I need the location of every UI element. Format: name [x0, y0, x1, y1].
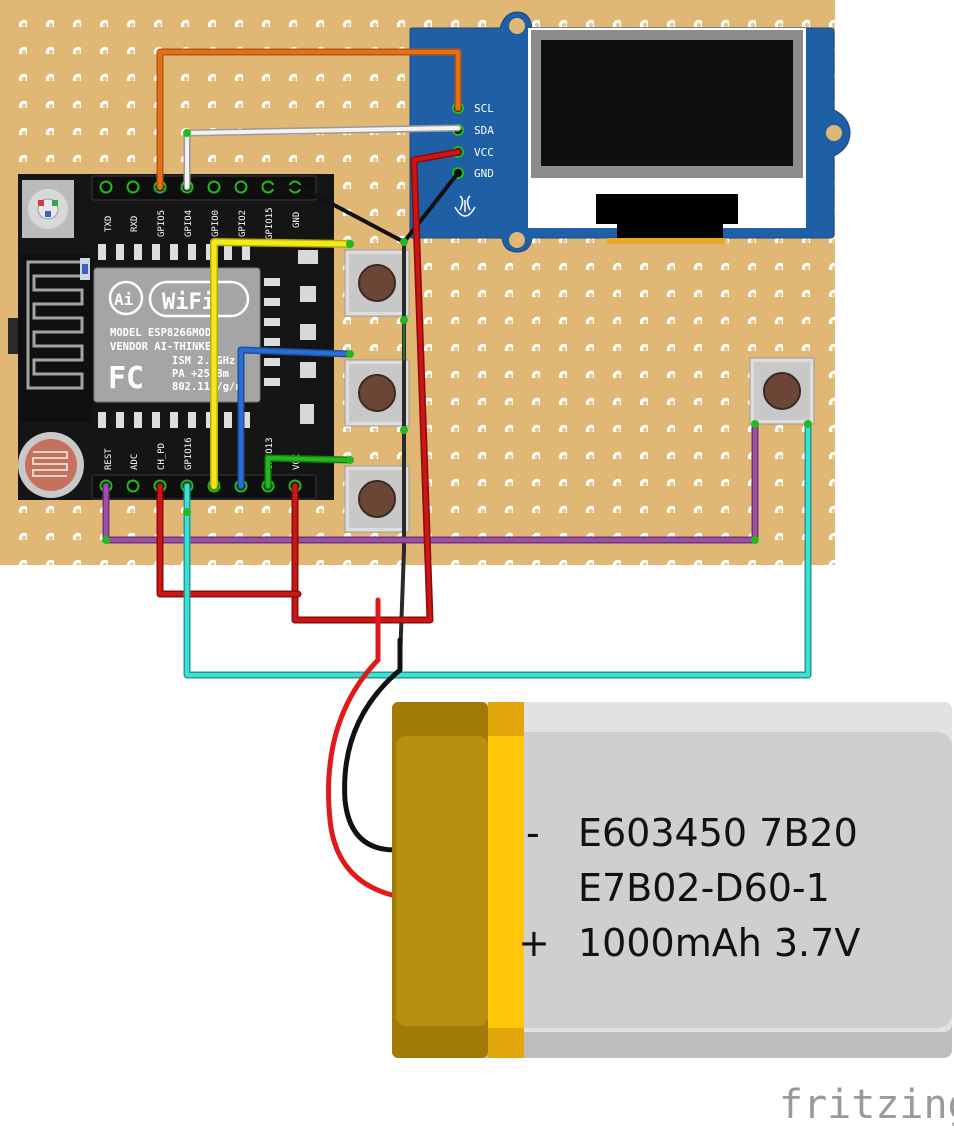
- pin-label-rest: REST: [104, 448, 114, 470]
- pin-label-gnd: GND: [292, 212, 302, 228]
- wire-end-points: [102, 129, 812, 544]
- pin-label-gpio16: GPIO16: [184, 437, 194, 470]
- fritzing-watermark: fritzing: [779, 1082, 954, 1128]
- chip-line-3: ISM 2.4GHz: [172, 355, 235, 367]
- battery-lead-black: [342, 637, 403, 853]
- esp8266-module: Ai WiFi MODEL ESP8266MOD VENDOR AI-THINK…: [8, 174, 334, 500]
- oled-pin-labels: SCL SDA VCC GND: [474, 102, 494, 180]
- oled-pin-gnd: GND: [474, 167, 494, 180]
- pin-label-gpio4: GPIO4: [184, 210, 194, 237]
- pin-label-ch-pd: CH_PD: [157, 443, 167, 470]
- chip-line-1: MODEL ESP8266MOD: [110, 327, 211, 339]
- pin-label-gpio2: GPIO2: [238, 210, 248, 237]
- battery-minus: -: [526, 811, 540, 855]
- lipo-battery: - + E603450 7B20 E7B02-D60-1 1000mAh 3.7…: [392, 702, 952, 1058]
- photoresistor: [18, 432, 84, 498]
- push-button-4: [749, 357, 815, 425]
- chip-line-4: PA +25dBm: [172, 368, 229, 380]
- push-button-2: [344, 359, 410, 427]
- oled-pin-sda: SDA: [474, 124, 494, 137]
- chip-line-2: VENDOR AI-THINKER: [110, 341, 218, 353]
- push-button-1: [344, 249, 410, 317]
- ai-logo-icon: [108, 280, 144, 316]
- pin-label-gpio0: GPIO0: [211, 210, 221, 237]
- battery-lead-red: [326, 597, 395, 898]
- wire-black-gnd: [266, 185, 406, 244]
- battery-line-2: E7B02-D60-1: [578, 866, 830, 910]
- wifi-logo-icon: [148, 280, 250, 318]
- fcc-logo: FC: [108, 361, 144, 396]
- pin-label-gpio5: GPIO5: [157, 210, 167, 237]
- pin-label-rxd: RXD: [130, 216, 140, 232]
- push-button-3: [344, 465, 410, 533]
- oled-display-module: SCL SDA VCC GND: [409, 11, 851, 253]
- battery-line-1: E603450 7B20: [578, 811, 858, 855]
- oled-screen: [541, 40, 793, 166]
- wifi-logo: WiFi: [162, 290, 215, 315]
- pin-label-gpio13: GPIO13: [265, 437, 275, 470]
- chip-logo: Ai: [114, 290, 134, 309]
- grove-logo-icon: [454, 195, 476, 217]
- esp-top-pin-labels: TXD RXD GPIO5 GPIO4 GPIO0 GPIO2 GPIO15 G…: [104, 207, 302, 240]
- pin-label-txd: TXD: [104, 216, 114, 232]
- pin-label-adc: ADC: [130, 454, 140, 470]
- battery-plus: +: [518, 921, 550, 965]
- chip-line-5: 802.11b/g/n: [172, 381, 242, 393]
- rgb-led: [22, 180, 74, 238]
- oled-pin-scl: SCL: [474, 102, 494, 115]
- battery-line-3: 1000mAh 3.7V: [578, 921, 860, 965]
- oled-pin-vcc: VCC: [474, 146, 494, 159]
- pin-label-gpio15: GPIO15: [265, 207, 275, 240]
